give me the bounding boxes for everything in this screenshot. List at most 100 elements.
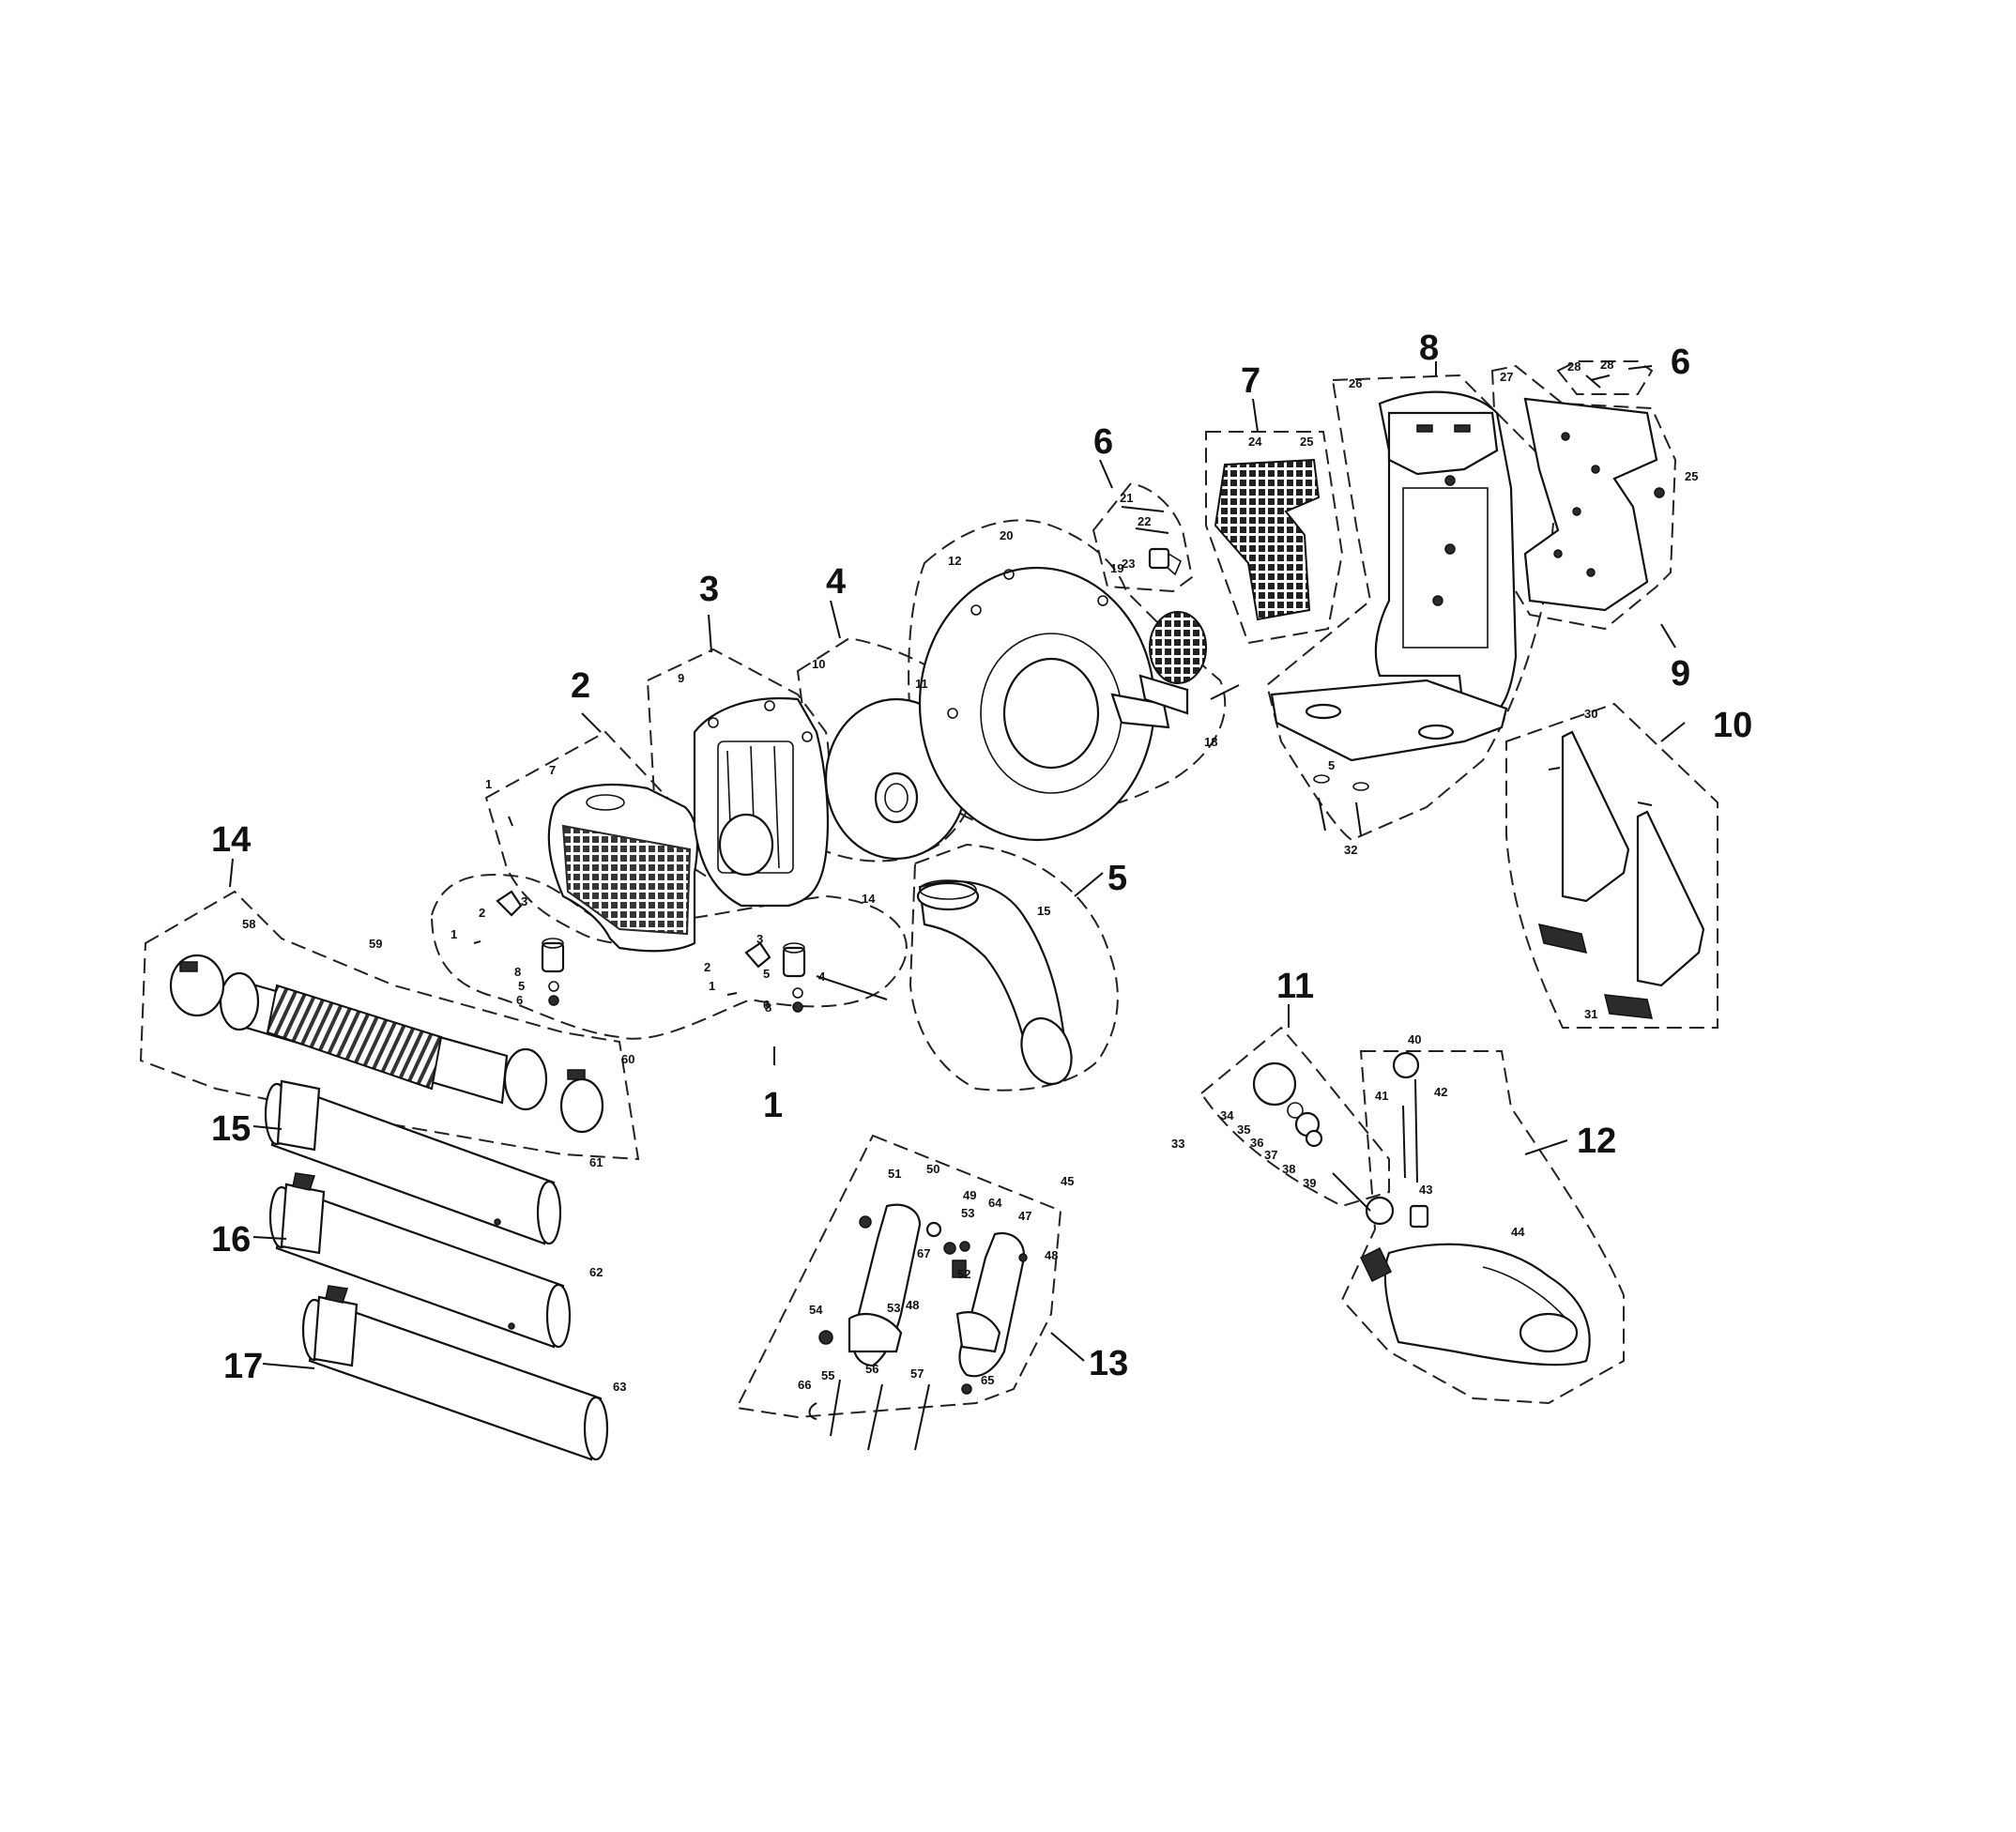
- part-number-label: 42: [1434, 1085, 1447, 1099]
- blower-housing: [693, 697, 830, 908]
- group-label: 11: [1276, 967, 1314, 1006]
- mount-hardware: [473, 816, 888, 1013]
- group-label: 1: [763, 1086, 783, 1125]
- part-number-label: 64: [988, 1196, 1002, 1210]
- group-label: 6: [1093, 422, 1113, 462]
- part-number-label: 15: [1037, 904, 1050, 918]
- part-number-label: 58: [242, 917, 255, 931]
- part-number-label: 47: [1018, 1209, 1031, 1223]
- part-number-label: 1: [709, 979, 715, 993]
- group-label: 13: [1089, 1344, 1128, 1383]
- part-number-label: 4: [818, 969, 826, 984]
- part-number-label: 8: [765, 1000, 771, 1015]
- part-number-label: 18: [1204, 735, 1217, 749]
- inlet-screen: [1149, 611, 1207, 684]
- part-number-label: 24: [1248, 435, 1262, 449]
- group-label: 12: [1577, 1122, 1616, 1161]
- part-number-label: 2: [479, 906, 485, 920]
- back-plate: [1523, 374, 1665, 612]
- part-number-label: 36: [1250, 1136, 1263, 1150]
- part-number-label: 40: [1408, 1032, 1421, 1046]
- part-number-label: 3: [521, 894, 527, 908]
- part-number-label: 67: [917, 1246, 930, 1260]
- part-number-label: 28: [1567, 359, 1581, 374]
- group-label: 8: [1419, 328, 1439, 368]
- part-number-label: 53: [887, 1301, 900, 1315]
- part-number-label: 63: [613, 1380, 626, 1394]
- part-number-label: 65: [981, 1373, 994, 1387]
- tube-61: [264, 1079, 562, 1245]
- part-number-label: 33: [1171, 1137, 1184, 1151]
- part-number-label: 30: [1584, 707, 1597, 721]
- part-number-label: 35: [1237, 1122, 1250, 1137]
- part-number-label: 6: [763, 998, 770, 1012]
- group-label: 15: [211, 1109, 251, 1149]
- part-number-label: 12: [948, 554, 961, 568]
- group-leaders: [229, 361, 1686, 1369]
- part-number-label: 54: [809, 1303, 823, 1317]
- part-number-label: 60: [621, 1052, 634, 1066]
- part-number-label: 44: [1511, 1225, 1525, 1239]
- frame-screws: [1313, 774, 1369, 836]
- part-number-label: 20: [1000, 528, 1013, 542]
- part-number-label: 34: [1220, 1108, 1234, 1122]
- group-label: 16: [211, 1220, 251, 1260]
- part-number-label: 48: [1045, 1248, 1058, 1262]
- fuel-tank: [1360, 1051, 1591, 1366]
- part-number-label: 43: [1419, 1183, 1432, 1197]
- part-number-label: 22: [1138, 514, 1151, 528]
- fuel-cap-assembly: [1252, 1061, 1395, 1226]
- group-label: 7: [1241, 361, 1260, 401]
- shoulder-straps: [1537, 730, 1705, 1019]
- group-label: 10: [1713, 706, 1752, 745]
- part-number-label: 37: [1264, 1148, 1277, 1162]
- fan-volute-housing: [918, 566, 1189, 842]
- part-number-label: 25: [1685, 469, 1698, 483]
- tube-62: [268, 1172, 572, 1349]
- elbow-tube: [916, 879, 1073, 1085]
- part-number-label: 45: [1061, 1174, 1074, 1188]
- part-number-label: 61: [589, 1155, 603, 1169]
- part-number-label: 56: [865, 1362, 878, 1376]
- part-number-label: 9: [678, 671, 684, 685]
- pin-18: [1210, 684, 1240, 700]
- part-number-label: 27: [1500, 370, 1513, 384]
- part-number-label: 1: [485, 777, 492, 791]
- group-label: 17: [223, 1347, 263, 1386]
- latch-kit: [1121, 506, 1183, 576]
- part-number-label: 66: [798, 1378, 811, 1392]
- part-number-label: 26: [1349, 376, 1362, 390]
- part-number-label: 10: [812, 657, 825, 671]
- part-number-label: 55: [821, 1368, 834, 1382]
- group-label: 14: [211, 820, 251, 860]
- back-pad: [1214, 458, 1321, 621]
- part-number-label: 52: [957, 1267, 970, 1281]
- group-label: 5: [1107, 859, 1127, 898]
- group-label: 3: [699, 570, 719, 609]
- part-number-label: 39: [1303, 1176, 1316, 1190]
- blower-cover: [547, 783, 699, 953]
- part-number-label: 6: [516, 993, 523, 1007]
- part-number-label: 57: [910, 1366, 924, 1381]
- group-label: 6: [1671, 343, 1690, 382]
- part-number-label: 23: [1122, 557, 1135, 571]
- part-number-label: 28: [1600, 358, 1613, 372]
- part-number-label: 59: [369, 937, 382, 951]
- part-number-label: 5: [518, 979, 525, 993]
- part-number-label: 25: [1300, 435, 1313, 449]
- part-number-label: 19: [1110, 561, 1123, 575]
- tube-63: [301, 1285, 609, 1461]
- part-number-label: 32: [1344, 843, 1357, 857]
- backpack-frame: [1270, 390, 1518, 762]
- part-number-label: 53: [961, 1206, 974, 1220]
- part-number-label: 3: [756, 932, 763, 946]
- group-label: 2: [571, 666, 590, 706]
- throttle-handle: [808, 1203, 1028, 1451]
- part-number-label: 38: [1282, 1162, 1295, 1176]
- part-number-label: 51: [888, 1167, 901, 1181]
- part-number-label: 8: [514, 965, 521, 979]
- part-number-label: 31: [1584, 1007, 1597, 1021]
